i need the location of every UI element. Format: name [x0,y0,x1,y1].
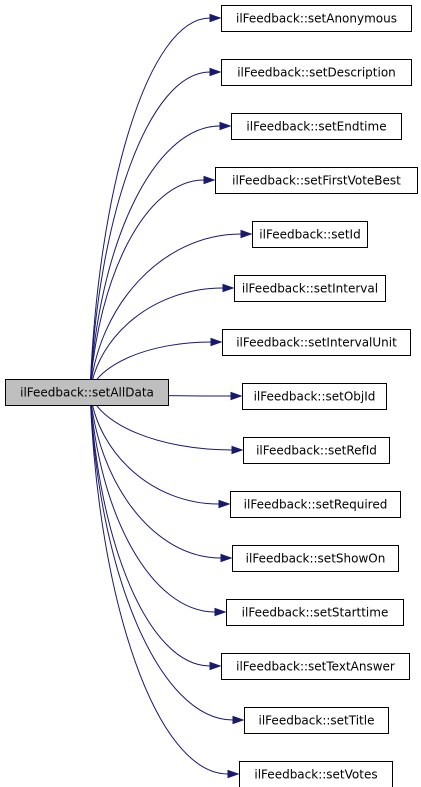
callee-node-box [242,383,387,410]
callee-node-label: ilFeedback::setTitle [259,714,375,728]
callee-nodes: ilFeedback::setAnonymousilFeedback::setD… [215,5,418,787]
root-node-label: ilFeedback::setAllData [20,386,154,400]
callee-node-set-text-answer[interactable]: ilFeedback::setTextAnswer [221,653,410,680]
callee-node-box [231,113,402,140]
callee-node-label: ilFeedback::setInterval [242,282,378,296]
edge-to-set-votes [89,391,229,775]
callee-node-box [230,491,401,518]
callee-node-set-id[interactable]: ilFeedback::setId [252,221,368,248]
arrowhead-set-ref-id [231,445,244,455]
callee-node-label: ilFeedback::setVotes [254,768,377,782]
edge-to-set-first-vote-best [89,179,205,393]
callee-node-box [226,599,404,626]
arrowhead-set-first-vote-best [203,175,216,185]
callee-node-box [222,329,411,356]
callee-node-set-anonymous[interactable]: ilFeedback::setAnonymous [221,5,412,32]
edge-to-set-starttime [89,391,216,613]
callee-node-box [221,59,412,86]
edge-to-set-required [89,391,220,505]
edge-to-set-endtime [89,125,221,393]
callee-node-set-description[interactable]: ilFeedback::setDescription [221,59,412,86]
callee-node-box [239,761,393,787]
edge-to-set-text-answer [89,391,211,667]
arrowhead-set-endtime [219,121,232,131]
callee-node-set-interval[interactable]: ilFeedback::setInterval [234,275,386,302]
callee-node-set-starttime[interactable]: ilFeedback::setStarttime [226,599,404,626]
root-node-box [5,379,169,406]
edge-to-set-anonymous [89,17,211,393]
arrowhead-set-show-on [220,553,233,563]
arrowhead-set-description [209,67,222,77]
callee-node-set-endtime[interactable]: ilFeedback::setEndtime [231,113,402,140]
callee-node-box [234,275,386,302]
callee-node-label: ilFeedback::setEndtime [246,120,386,134]
callee-node-label: ilFeedback::setIntervalUnit [236,336,397,350]
callee-node-box [252,221,368,248]
callee-node-set-required[interactable]: ilFeedback::setRequired [230,491,401,518]
edge-to-set-title [89,391,234,721]
callee-node-label: ilFeedback::setRefId [256,444,377,458]
callee-node-set-show-on[interactable]: ilFeedback::setShowOn [232,545,399,572]
call-edges [89,13,253,779]
edge-to-set-description [89,71,211,393]
edge-to-set-interval [89,287,224,393]
arrowhead-set-starttime [214,607,227,617]
callee-node-label: ilFeedback::setRequired [244,498,388,512]
callee-node-box [243,437,390,464]
arrowhead-set-obj-id [230,391,243,401]
callee-node-label: ilFeedback::setAnonymous [236,12,397,26]
callee-node-label: ilFeedback::setDescription [237,66,396,80]
arrowhead-set-required [218,499,231,509]
callee-node-label: ilFeedback::setTextAnswer [236,660,395,674]
callee-node-box [215,167,418,194]
callee-node-label: ilFeedback::setId [259,228,360,242]
callee-node-set-title[interactable]: ilFeedback::setTitle [244,707,389,734]
callee-node-label: ilFeedback::setStarttime [242,606,389,620]
callee-node-label: ilFeedback::setFirstVoteBest [232,174,401,188]
arrowhead-set-text-answer [209,661,222,671]
callee-node-label: ilFeedback::setObjId [254,390,376,404]
arrowhead-set-interval [222,283,235,293]
edge-to-set-id [89,233,242,393]
edge-to-set-show-on [89,391,222,559]
callee-node-set-interval-unit[interactable]: ilFeedback::setIntervalUnit [222,329,411,356]
root-node[interactable]: ilFeedback::setAllData [5,379,169,406]
callee-node-set-first-vote-best[interactable]: ilFeedback::setFirstVoteBest [215,167,418,194]
callee-node-box [221,653,410,680]
arrowhead-set-title [232,715,245,725]
callee-node-box [244,707,389,734]
callee-node-box [221,5,412,32]
callee-node-set-ref-id[interactable]: ilFeedback::setRefId [243,437,390,464]
arrowhead-set-interval-unit [210,337,223,347]
callee-node-label: ilFeedback::setShowOn [246,552,386,566]
arrowhead-set-votes [227,769,240,779]
callee-node-set-votes[interactable]: ilFeedback::setVotes [239,761,393,787]
callee-node-box [232,545,399,572]
arrowhead-set-id [240,229,253,239]
arrowhead-set-anonymous [209,13,222,23]
callee-node-set-obj-id[interactable]: ilFeedback::setObjId [242,383,387,410]
